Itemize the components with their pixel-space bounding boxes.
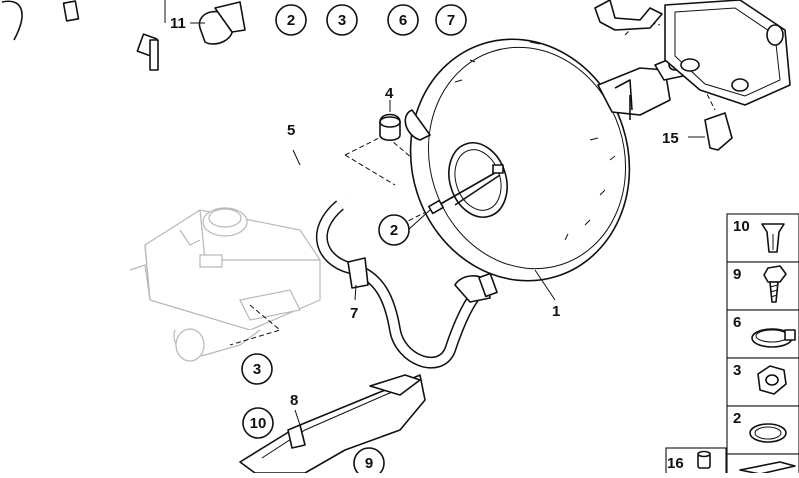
label-8[interactable]: 8 xyxy=(290,392,298,409)
legend-item-6[interactable]: 6 xyxy=(726,309,799,359)
clamp-part-11[interactable] xyxy=(164,0,246,45)
label-15[interactable]: 15 xyxy=(662,130,679,147)
grommet-part-4[interactable] xyxy=(379,100,401,142)
leader-lines xyxy=(292,149,556,426)
svg-text:16: 16 xyxy=(667,455,684,472)
gasket-plate[interactable] xyxy=(664,0,791,106)
callout-2-mid[interactable]: 2 xyxy=(378,214,410,246)
svg-text:6: 6 xyxy=(733,314,741,331)
brake-booster[interactable] xyxy=(380,11,689,310)
label-1[interactable]: 1 xyxy=(552,303,560,320)
label-4[interactable]: 4 xyxy=(385,85,394,102)
legend-item-3[interactable]: 3 xyxy=(726,357,799,407)
callout-9-low[interactable]: 9 xyxy=(353,447,385,478)
svg-text:2: 2 xyxy=(390,222,398,239)
cap-icon xyxy=(697,450,711,469)
legend-item-10[interactable]: 10 xyxy=(726,213,799,263)
label-5[interactable]: 5 xyxy=(287,122,295,139)
label-11[interactable]: 11 xyxy=(170,15,186,32)
svg-text:3: 3 xyxy=(733,362,741,379)
svg-text:3: 3 xyxy=(338,12,346,29)
svg-text:7: 7 xyxy=(447,12,455,29)
callout-3-top[interactable]: 3 xyxy=(326,4,358,36)
expanding-nut-icon xyxy=(761,223,785,253)
svg-text:9: 9 xyxy=(733,266,741,283)
callout-3-low[interactable]: 3 xyxy=(241,353,273,385)
o-ring-icon xyxy=(749,423,787,443)
svg-text:9: 9 xyxy=(365,455,373,472)
hose-clamp-icon xyxy=(751,328,796,348)
pedal-bracket[interactable] xyxy=(594,0,663,31)
plain-callouts: 11 4 5 15 7 1 8 xyxy=(170,15,679,409)
callout-7-top[interactable]: 7 xyxy=(435,4,467,36)
svg-text:10: 10 xyxy=(733,218,750,235)
circled-callouts: 2 3 6 7 2 3 10 9 xyxy=(241,4,467,478)
legend-item-16[interactable]: 16 xyxy=(665,447,727,478)
callout-6-top[interactable]: 6 xyxy=(387,4,419,36)
callout-2-top[interactable]: 2 xyxy=(275,4,307,36)
svg-text:2: 2 xyxy=(287,12,295,29)
vacuum-line[interactable] xyxy=(316,200,498,369)
clip-part-15[interactable] xyxy=(688,112,733,151)
parts-legend: 10 9 6 xyxy=(665,213,799,478)
legend-item-blank[interactable] xyxy=(726,453,799,478)
callout-10-low[interactable]: 10 xyxy=(242,407,274,439)
screw-icon xyxy=(763,265,787,303)
svg-text:10: 10 xyxy=(250,415,267,432)
legend-item-9[interactable]: 9 xyxy=(726,261,799,311)
vacuum-hose[interactable] xyxy=(0,0,375,231)
svg-text:2: 2 xyxy=(733,410,741,427)
svg-text:3: 3 xyxy=(253,361,261,378)
master-cylinder[interactable] xyxy=(129,207,321,362)
label-7[interactable]: 7 xyxy=(350,305,358,322)
legend-item-2[interactable]: 2 xyxy=(726,405,799,455)
hex-nut-icon xyxy=(757,365,787,395)
svg-text:6: 6 xyxy=(399,12,407,29)
